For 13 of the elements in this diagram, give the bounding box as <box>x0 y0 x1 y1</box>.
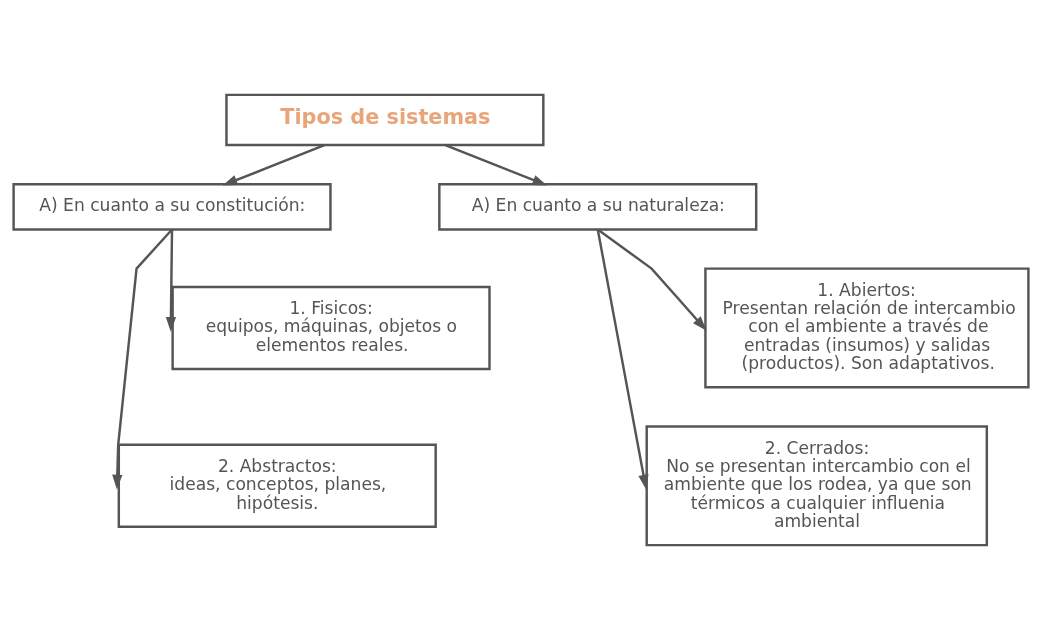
arrow <box>112 228 173 489</box>
arrow <box>596 228 649 489</box>
node-box: A) En cuanto a su naturaleza: <box>438 182 758 231</box>
arrow <box>222 143 325 186</box>
node-box: 1. Abiertos: Presentan relación de intercambio con el ambiente a través de entradas (insumos) y salidas (productos). Son adaptativos. <box>704 266 1030 388</box>
arrow <box>444 143 548 186</box>
node-box: 1. Fisicos: equipos, máquinas, objetos o elementos reales. <box>171 285 491 370</box>
node-box: Tipos de sistemas <box>225 93 545 146</box>
node-box: 2. Abstractos: ideas, conceptos, planes, hipótesis. <box>117 443 437 528</box>
node-box: 2. Cerrados: No se presentan intercambio con el ambiente que los rodea, ya que son térmicos a cualquier influenia ambiental <box>645 424 989 546</box>
arrow <box>165 228 177 332</box>
node-box: A) En cuanto a su constitución: <box>12 182 332 231</box>
arrow <box>597 227 707 331</box>
